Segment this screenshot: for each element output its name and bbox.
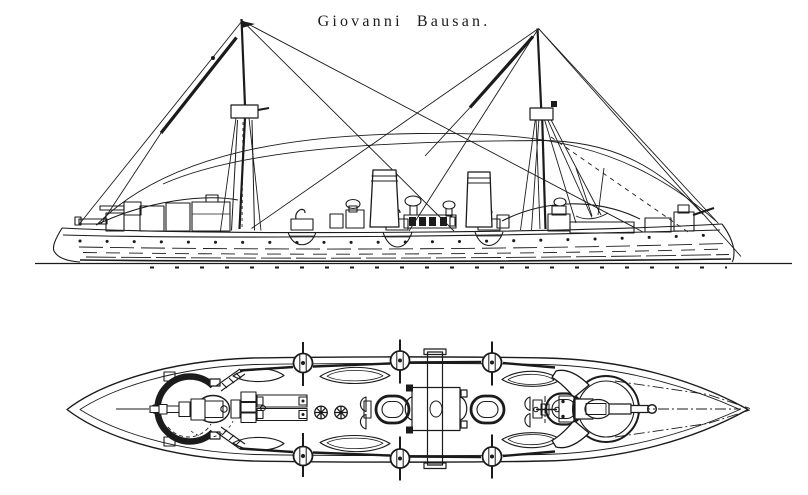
- midship-structures: [287, 195, 510, 248]
- stern: [721, 223, 735, 263]
- ships-boat: [287, 231, 317, 246]
- stern-gun-plan: [558, 395, 658, 423]
- funnels-profile: [369, 169, 493, 228]
- funnel-base: [374, 394, 411, 425]
- funnel: [465, 171, 493, 228]
- cowl-vent: [404, 195, 422, 207]
- waterline: [35, 262, 792, 269]
- spoke-vent: [314, 405, 348, 420]
- deck-boats-plan: [232, 366, 561, 453]
- boat-davits: [292, 339, 503, 481]
- deck-edge: [61, 223, 723, 234]
- flying-bridge: [404, 348, 468, 470]
- profile-hull: [52, 223, 735, 263]
- bow-guns: [74, 194, 239, 232]
- cowl-vent: [553, 197, 567, 207]
- masthead-pennant: [242, 21, 255, 28]
- fighting-top: [230, 104, 259, 119]
- plan-view: [66, 339, 751, 481]
- davit: [389, 436, 411, 481]
- firing-arcs: [614, 380, 751, 438]
- davit: [481, 341, 503, 386]
- stern-gun-barrel: [692, 206, 715, 217]
- funnel: [369, 169, 400, 228]
- ships-boat: [474, 231, 504, 247]
- davit: [292, 342, 314, 386]
- ram-bow: [52, 227, 81, 263]
- fighting-top: [529, 107, 554, 121]
- davit: [389, 339, 411, 384]
- aft-barbette: [533, 369, 751, 449]
- bow-gun-plan: [116, 394, 241, 438]
- centerline-fittings: [240, 391, 543, 430]
- funnel-base: [469, 394, 506, 425]
- foremast: [220, 18, 270, 231]
- cowl-vent: [442, 200, 456, 210]
- plan-hull: [66, 356, 749, 463]
- davit: [481, 434, 503, 479]
- profile-rigging: [78, 20, 742, 257]
- profile-view: [35, 18, 792, 269]
- mainmast: [520, 28, 602, 231]
- figure-title: Giovanni Bausan.: [317, 13, 491, 30]
- davit: [292, 433, 314, 477]
- ships-boat: [382, 231, 413, 248]
- hull-outline: [66, 356, 749, 463]
- fore-barbette: [116, 368, 246, 450]
